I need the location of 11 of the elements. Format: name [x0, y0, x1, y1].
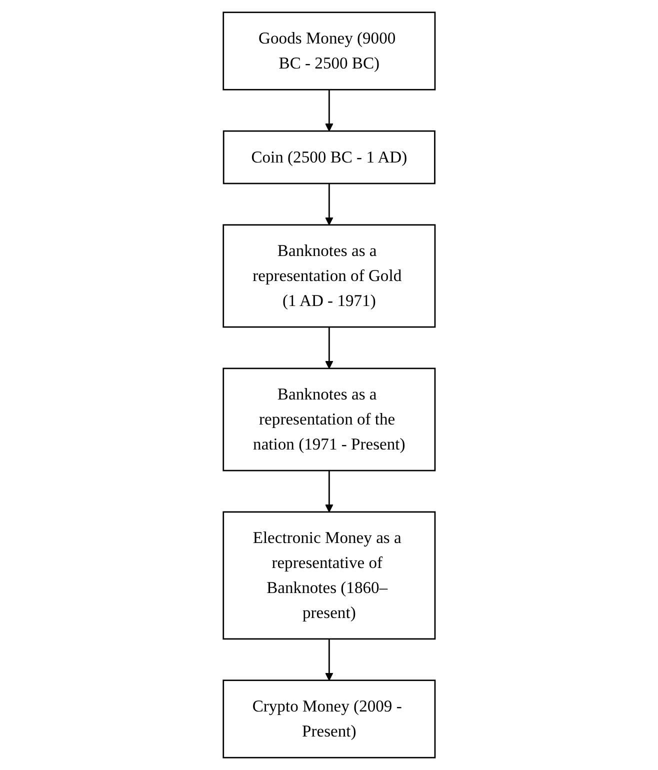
node-box: Crypto Money (2009 - Present)	[222, 680, 436, 758]
arrow	[324, 638, 334, 681]
arrow	[324, 470, 334, 512]
arrow	[324, 184, 334, 226]
node-box: Electronic Money as a representative of Banknotes (1860– present)	[222, 511, 436, 640]
node-box: Banknotes as a representation of the nation (1971 - Present)	[222, 368, 436, 472]
node-box: Coin (2500 BC - 1 AD)	[222, 130, 436, 184]
arrow	[324, 327, 334, 369]
node-box: Goods Money (9000 BC - 2500 BC)	[222, 12, 436, 90]
node-box: Banknotes as a representation of Gold (1 AD - 1971)	[222, 224, 436, 328]
arrow	[324, 90, 334, 132]
